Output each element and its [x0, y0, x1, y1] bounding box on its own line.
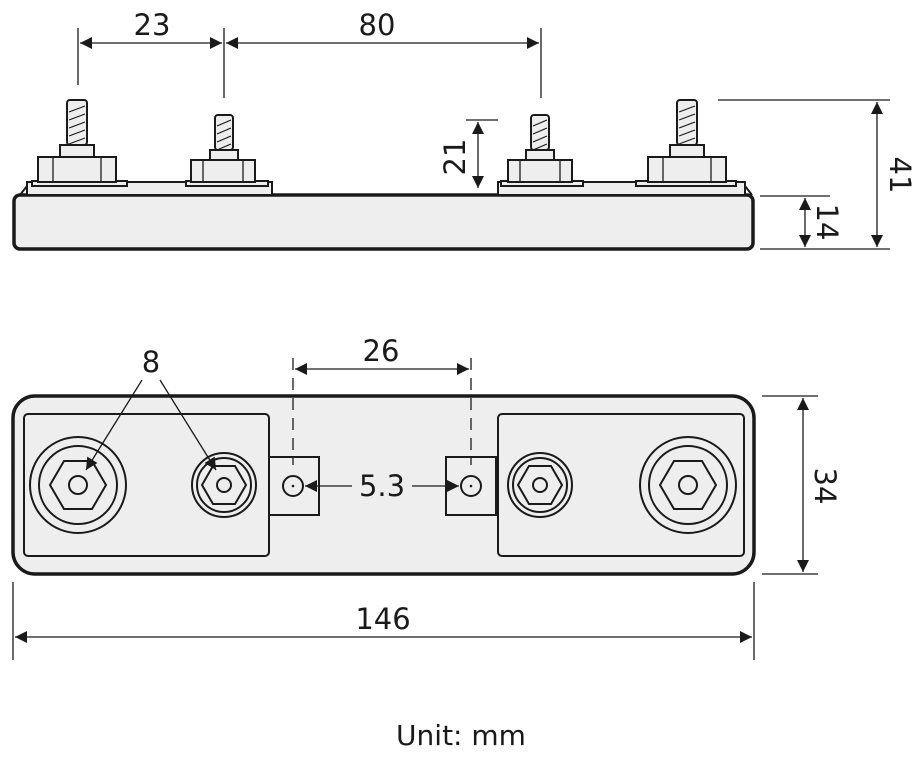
dim-34-label: 34: [808, 468, 842, 505]
dim-stud-spacing: 23 80: [77, 8, 542, 98]
dim-23-label: 23: [134, 8, 171, 42]
dim-thread: 8: [85, 345, 217, 471]
top-stud-3: [507, 452, 573, 518]
top-stud-4: [639, 436, 737, 534]
dim-5-3-label: 5.3: [359, 469, 405, 503]
unit-label: Unit: mm: [396, 719, 526, 752]
dim-total-height: 41: [718, 99, 917, 250]
side-view: 23 80 21 41 14: [12, 8, 917, 251]
top-view: 8 26 5.3 34 146: [11, 334, 842, 660]
dim-21-label: 21: [438, 139, 472, 176]
side-stud-3: [500, 114, 584, 187]
dim-base-height: 14: [760, 195, 844, 247]
top-stud-2: [191, 452, 257, 518]
side-stud-2: [185, 114, 269, 187]
dim-80-label: 80: [359, 8, 396, 42]
side-stud-4: [635, 99, 737, 187]
top-stud-1: [29, 436, 127, 534]
dim-hole-spacing: 26: [292, 334, 472, 465]
dim-146-label: 146: [355, 602, 410, 636]
side-base: [12, 193, 755, 251]
dim-width: 34: [762, 395, 842, 575]
dim-26-label: 26: [363, 334, 400, 368]
dim-length: 146: [12, 582, 755, 660]
dim-8-label: 8: [142, 345, 160, 379]
dim-14-label: 14: [810, 204, 844, 241]
side-stud-1: [31, 99, 128, 187]
dim-41-label: 41: [883, 157, 917, 194]
dim-hole-diameter: 5.3: [305, 469, 459, 503]
dim-stud-height: 21: [438, 119, 498, 188]
